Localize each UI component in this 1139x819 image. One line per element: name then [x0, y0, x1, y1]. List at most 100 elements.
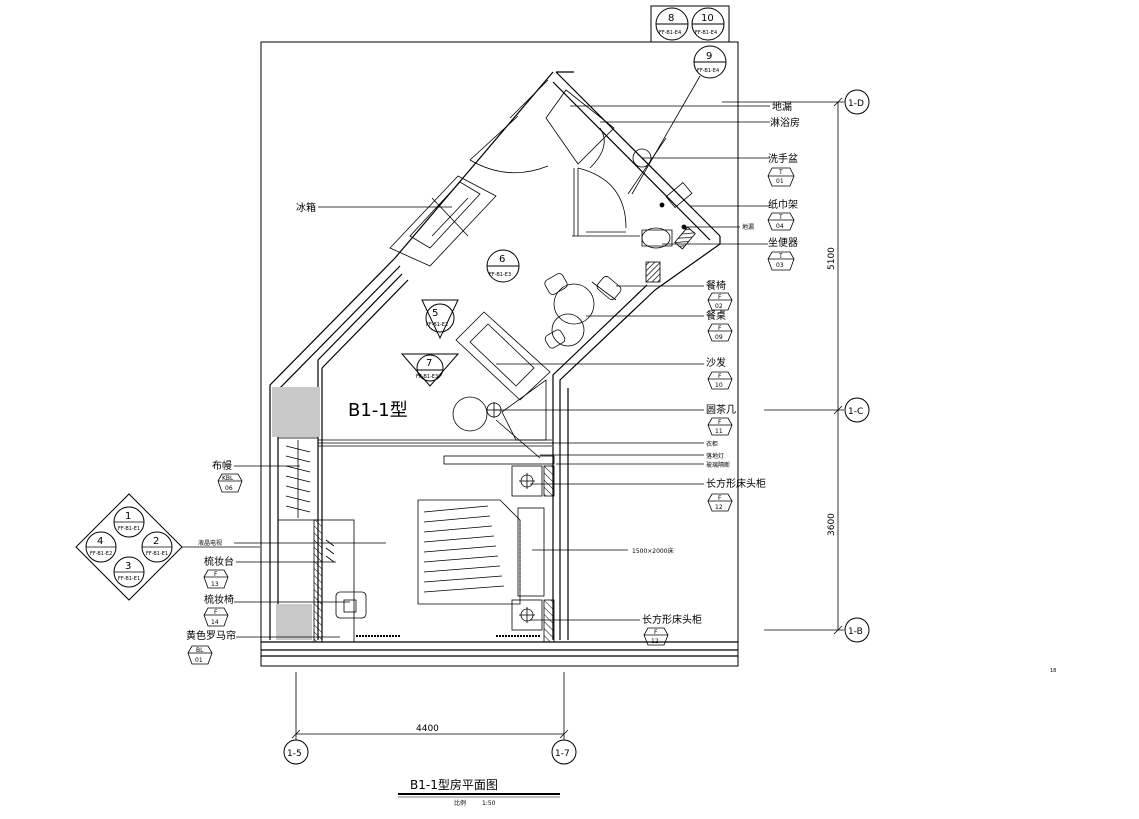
- svg-text:沙发: 沙发: [706, 356, 726, 369]
- section-marker-5: 5 FF-B1-E2: [421, 299, 459, 340]
- callout-floor-drain-top: 地漏: [570, 100, 792, 113]
- svg-text:6: 6: [499, 254, 505, 265]
- svg-text:12: 12: [715, 504, 723, 511]
- corner-mark: 18: [1050, 668, 1056, 674]
- callout-washbasin: 洗手盆 T 01: [642, 152, 798, 187]
- callout-shower-room: 淋浴房: [600, 116, 800, 129]
- callout-dining-table: 餐桌 F 09: [586, 309, 733, 342]
- svg-text:梳妆台: 梳妆台: [204, 555, 234, 568]
- svg-text:12: 12: [651, 638, 659, 645]
- callout-curtain: 布幔 KBL 06: [212, 459, 300, 493]
- grid-axis-1-7: 1-7: [551, 739, 577, 765]
- svg-text:F: F: [214, 609, 218, 616]
- svg-text:10: 10: [701, 13, 714, 24]
- svg-text:梳妆椅: 梳妆椅: [204, 593, 234, 606]
- callout-dining-chair: 餐椅 F 02: [616, 279, 733, 311]
- shower: [545, 89, 667, 195]
- svg-text:KBL: KBL: [222, 475, 234, 482]
- svg-text:坐便器: 坐便器: [768, 236, 798, 249]
- sheet-frame: [260, 41, 739, 667]
- vanity-desk: [276, 519, 540, 643]
- svg-text:01: 01: [195, 657, 203, 664]
- svg-text:2: 2: [153, 536, 159, 547]
- svg-text:1500×2000床: 1500×2000床: [632, 547, 674, 555]
- grid-axis-1-B: 1-B: [844, 617, 870, 643]
- wardrobe: [272, 387, 555, 521]
- svg-text:1-7: 1-7: [555, 749, 570, 759]
- door-swings: [469, 115, 640, 237]
- svg-text:8: 8: [668, 13, 674, 24]
- svg-text:FF-B1-E4: FF-B1-E4: [695, 30, 717, 36]
- callout-round-coffee-table: 圆茶几 F 11: [494, 403, 736, 436]
- svg-text:1-D: 1-D: [848, 99, 864, 109]
- svg-text:餐桌: 餐桌: [706, 309, 726, 322]
- svg-text:地漏: 地漏: [772, 100, 792, 113]
- svg-text:14: 14: [211, 619, 219, 626]
- svg-text:纸巾架: 纸巾架: [768, 198, 798, 211]
- svg-text:09: 09: [715, 334, 723, 341]
- callout-vanity-chair: 梳妆椅 F 14: [203, 593, 350, 627]
- section-marker-10: 10 FF-B1-E4: [691, 7, 725, 41]
- scale-value: 1:50: [482, 800, 496, 807]
- callout-glass-partition: 玻璃隔断: [556, 461, 730, 469]
- callout-floor-lamp: 落地灯: [540, 452, 724, 460]
- svg-text:FF-B1-E2: FF-B1-E2: [90, 551, 112, 557]
- svg-text:T: T: [778, 214, 783, 221]
- callout-lcd-tv: 液晶电视: [198, 539, 386, 547]
- callout-toilet: 坐便器 T 03: [662, 236, 798, 271]
- svg-text:F: F: [718, 294, 722, 301]
- callout-fridge: 冰箱: [296, 201, 452, 214]
- svg-text:液晶电视: 液晶电视: [198, 539, 222, 547]
- sofa: [455, 311, 551, 441]
- svg-text:01: 01: [776, 178, 784, 185]
- callout-tissue-holder: 纸巾架 T 04: [690, 198, 798, 231]
- svg-text:FF-B1-E4: FF-B1-E4: [697, 68, 719, 74]
- svg-text:FF-B1-E3: FF-B1-E3: [416, 374, 438, 380]
- svg-text:圆茶几: 圆茶几: [706, 403, 736, 416]
- svg-text:F: F: [718, 325, 722, 332]
- dimension-upper: 5100: [827, 247, 837, 270]
- grid-axis-1-5: 1-5: [283, 739, 309, 765]
- dimension-horizontal: [291, 672, 569, 740]
- drawing-title: B1-1型房平面图: [410, 777, 498, 792]
- section-marker-6: 6 FF-B1-E3: [486, 249, 520, 283]
- dimension-width: 4400: [416, 724, 439, 734]
- svg-text:淋浴房: 淋浴房: [770, 116, 800, 129]
- svg-text:FF-B1-E2: FF-B1-E2: [426, 322, 448, 328]
- svg-text:落地灯: 落地灯: [706, 452, 724, 460]
- section-marker-9: 9 FF-B1-E4: [631, 45, 727, 195]
- scale-label: 比例: [454, 799, 466, 807]
- svg-text:FF-B1-E3: FF-B1-E3: [489, 272, 511, 278]
- svg-text:黄色罗马帘: 黄色罗马帘: [186, 629, 236, 642]
- svg-text:布幔: 布幔: [212, 459, 232, 472]
- elevation-key: 1 FF-B1-E1 2 FF-B1-E1 3 FF-B1-E1 4 FF-B1…: [75, 493, 260, 601]
- drawing-title-block: B1-1型房平面图 比例 1:50: [398, 777, 560, 807]
- outer-walls: [261, 71, 738, 657]
- svg-text:T: T: [778, 253, 783, 260]
- section-marker-7: 7 FF-B1-E3: [400, 353, 460, 387]
- callout-nightstand-bottom: 长方形床头柜 F 12: [530, 613, 702, 646]
- dimension-vertical: [722, 97, 844, 635]
- svg-text:11: 11: [715, 428, 723, 435]
- callout-vanity: 梳妆台 F 13: [203, 555, 336, 589]
- svg-text:1-C: 1-C: [848, 407, 863, 417]
- svg-text:03: 03: [776, 262, 784, 269]
- room-label: B1-1型: [348, 400, 408, 421]
- svg-text:BL: BL: [196, 647, 204, 654]
- svg-text:13: 13: [211, 581, 219, 588]
- dimension-lower: 3600: [827, 513, 837, 536]
- svg-text:F: F: [214, 571, 218, 578]
- dining-set: [544, 273, 622, 349]
- svg-text:T: T: [778, 169, 783, 176]
- svg-text:7: 7: [426, 358, 432, 369]
- callout-floor-drain: 地漏: [684, 223, 754, 231]
- svg-text:长方形床头柜: 长方形床头柜: [706, 477, 766, 490]
- grid-axis-1-C: 1-C: [844, 397, 870, 423]
- toilet: [641, 182, 696, 283]
- svg-text:玻璃隔断: 玻璃隔断: [706, 461, 730, 469]
- svg-text:04: 04: [776, 223, 784, 230]
- svg-text:冰箱: 冰箱: [296, 201, 316, 214]
- svg-text:洗手盆: 洗手盆: [768, 152, 798, 165]
- callout-nightstand-top: 长方形床头柜 F 12: [530, 477, 766, 512]
